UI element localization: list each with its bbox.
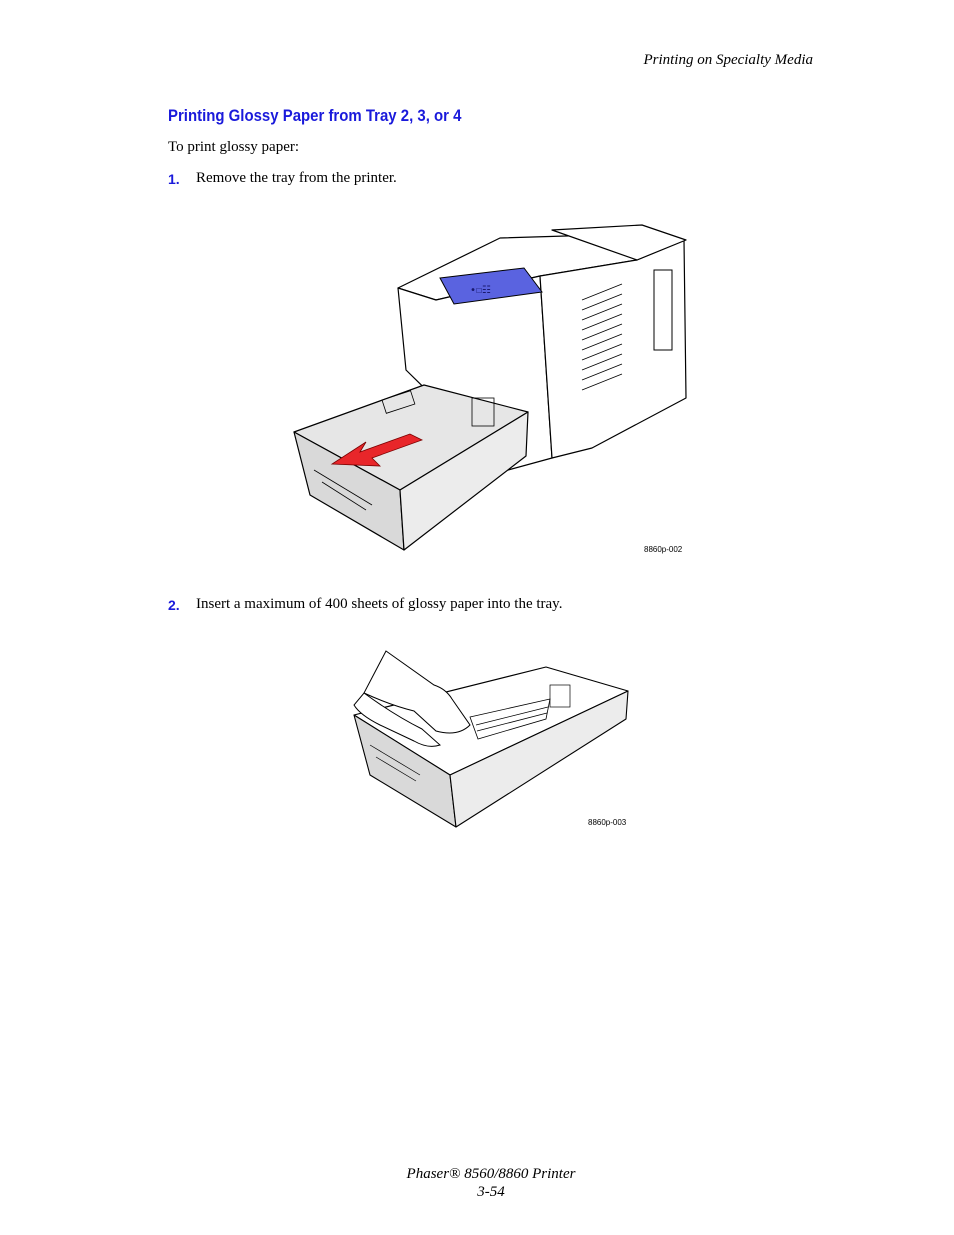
intro-text: To print glossy paper: [168, 139, 300, 155]
display-glyphs: ∙☐☷ [470, 285, 491, 296]
insert-paper-illustration [353, 650, 629, 828]
step-number: 1. [168, 171, 180, 187]
figure-label: 8860p-003 [588, 818, 627, 827]
section-title: Printing Glossy Paper from Tray 2, 3, or… [168, 106, 462, 125]
printer-tray-removal-illustration: ∙☐☷ [293, 224, 687, 551]
page-footer: Phaser® 8560/8860 Printer 3-54 [0, 1165, 954, 1201]
step-text: Insert a maximum of 400 sheets of glossy… [196, 596, 563, 612]
footer-product: Phaser® 8560/8860 Printer [406, 1166, 576, 1182]
footer-page-number: 3-54 [477, 1184, 505, 1200]
running-header: Printing on Specialty Media [643, 52, 813, 68]
step-number: 2. [168, 597, 180, 613]
step-text: Remove the tray from the printer. [196, 170, 397, 186]
figure-label: 8860p-002 [644, 545, 683, 554]
